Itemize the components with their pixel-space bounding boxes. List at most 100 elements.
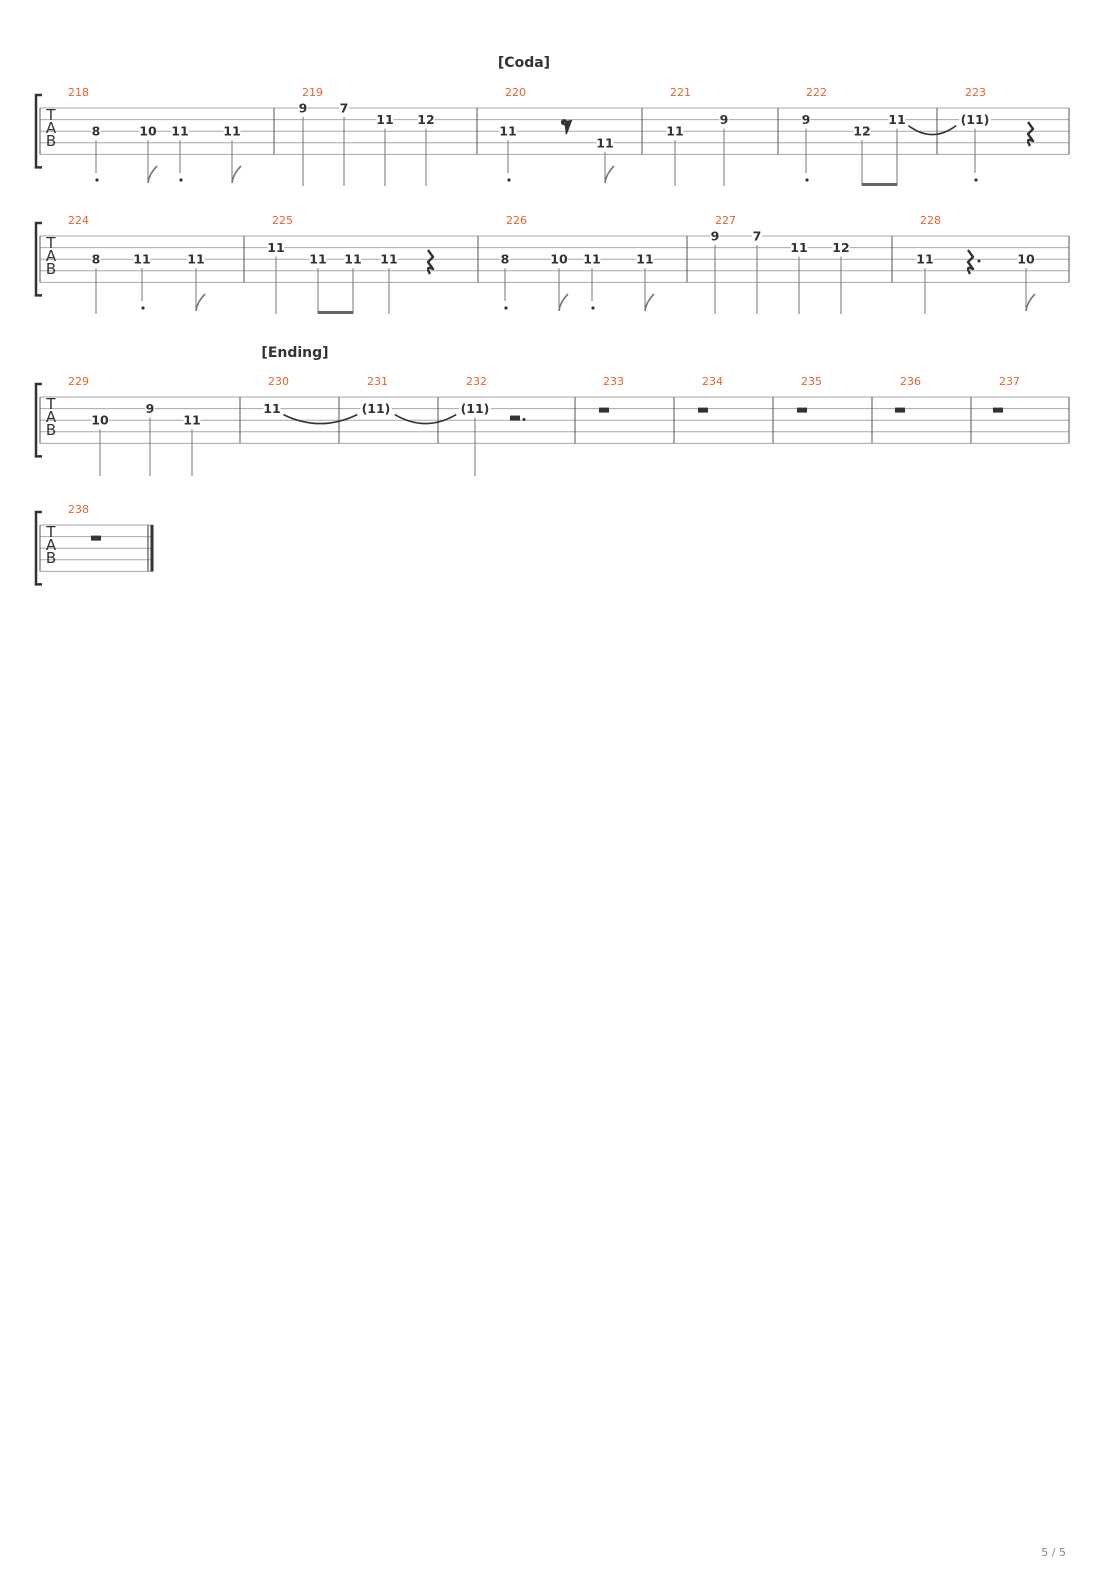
fret-number: 9 xyxy=(711,229,720,244)
tab-clef-letter: T xyxy=(45,106,56,124)
whole-rest xyxy=(91,535,101,541)
fret-knockout xyxy=(801,113,811,126)
tab-clef-letter: B xyxy=(46,421,56,439)
fret-number: 8 xyxy=(92,124,101,139)
beam xyxy=(318,311,353,314)
measure-number: 235 xyxy=(801,375,822,388)
tab-clef-letter: B xyxy=(46,260,56,278)
staff-bracket xyxy=(34,221,42,297)
duration-dot xyxy=(141,306,145,310)
whole-rest-shape xyxy=(599,407,609,413)
fret-number: 11 xyxy=(380,252,397,267)
whole-rest xyxy=(599,407,609,413)
fret-knockout xyxy=(583,253,601,266)
fret-number: 11 xyxy=(133,252,150,267)
fret-knockout xyxy=(636,253,654,266)
fret-knockout xyxy=(459,402,491,415)
eighth-rest-shape xyxy=(560,119,573,135)
measure-number: 237 xyxy=(999,375,1020,388)
tab-clef-letter: B xyxy=(46,132,56,150)
staff-bracket xyxy=(34,93,42,169)
fret-number: 11 xyxy=(666,124,683,139)
eighth-flag xyxy=(1025,293,1036,312)
fret-number: 11 xyxy=(309,252,326,267)
fret-number: 11 xyxy=(916,252,933,267)
fret-knockout xyxy=(500,253,510,266)
fret-number: 12 xyxy=(832,240,849,255)
fret-knockout xyxy=(596,136,614,149)
whole-rest xyxy=(993,407,1003,413)
measure-number: 233 xyxy=(603,375,624,388)
eighth-flag xyxy=(147,165,158,184)
tab-clef-letter: T xyxy=(45,523,56,541)
fret-number: 7 xyxy=(340,101,349,116)
fret-number: 11 xyxy=(263,401,280,416)
whole-rest-shape xyxy=(797,407,807,413)
whole-rest xyxy=(698,407,708,413)
fret-knockout xyxy=(376,113,394,126)
fret-knockout xyxy=(145,402,155,415)
measure-number: 225 xyxy=(272,214,293,227)
fret-number: 9 xyxy=(146,401,155,416)
duration-dot xyxy=(95,178,99,182)
duration-dot xyxy=(179,178,183,182)
fret-number: 7 xyxy=(753,229,762,244)
fret-number: 12 xyxy=(417,112,434,127)
quarter-rest xyxy=(1026,121,1035,147)
fret-knockout xyxy=(187,253,205,266)
fret-number: (11) xyxy=(461,401,490,416)
staff-bracket xyxy=(34,382,42,458)
fret-knockout xyxy=(339,102,349,114)
fret-number: 11 xyxy=(790,240,807,255)
fret-knockout xyxy=(267,241,285,254)
fret-knockout xyxy=(223,125,241,138)
fret-number: 11 xyxy=(499,124,516,139)
measure-number: 230 xyxy=(268,375,289,388)
duration-dot xyxy=(591,306,595,310)
page-number: 5 / 5 xyxy=(1041,1546,1066,1559)
fret-number: 11 xyxy=(888,112,905,127)
measure-number: 229 xyxy=(68,375,89,388)
fret-knockout xyxy=(139,125,157,138)
fret-knockout xyxy=(710,230,720,242)
whole-rest-shape xyxy=(895,407,905,413)
whole-rest-shape xyxy=(993,407,1003,413)
fret-knockout xyxy=(360,402,392,415)
measure-number: 227 xyxy=(715,214,736,227)
measure-number: 226 xyxy=(506,214,527,227)
measure-number: 222 xyxy=(806,86,827,99)
duration-dot xyxy=(974,178,978,182)
fret-number: 9 xyxy=(299,101,308,116)
eighth-flag xyxy=(604,165,615,184)
dotted-half-rest xyxy=(510,415,526,422)
whole-rest xyxy=(895,407,905,413)
fret-number: 11 xyxy=(223,124,240,139)
whole-rest-shape xyxy=(698,407,708,413)
fret-knockout xyxy=(133,253,151,266)
tie-arc xyxy=(283,413,358,425)
fret-knockout xyxy=(91,253,101,266)
fret-number: 11 xyxy=(636,252,653,267)
fret-number: 11 xyxy=(267,240,284,255)
fret-number: 11 xyxy=(344,252,361,267)
fret-knockout xyxy=(550,253,568,266)
fret-knockout xyxy=(1017,253,1035,266)
fret-number: 8 xyxy=(501,252,510,267)
fret-number: 11 xyxy=(376,112,393,127)
fret-knockout xyxy=(752,230,762,242)
fret-number: 11 xyxy=(596,135,613,150)
dotted-quarter-rest xyxy=(966,249,981,275)
fret-knockout xyxy=(183,414,201,427)
measure-number: 238 xyxy=(68,503,89,516)
fret-knockout xyxy=(91,414,109,427)
tab-clef-letter: T xyxy=(45,395,56,413)
fret-knockout xyxy=(91,125,101,138)
fret-knockout xyxy=(888,113,906,126)
fret-knockout xyxy=(344,253,362,266)
fret-knockout xyxy=(417,113,435,126)
fret-number: 8 xyxy=(92,252,101,267)
tab-clef-letter: B xyxy=(46,549,56,567)
eighth-flag xyxy=(231,165,242,184)
staff-bracket xyxy=(34,510,42,586)
